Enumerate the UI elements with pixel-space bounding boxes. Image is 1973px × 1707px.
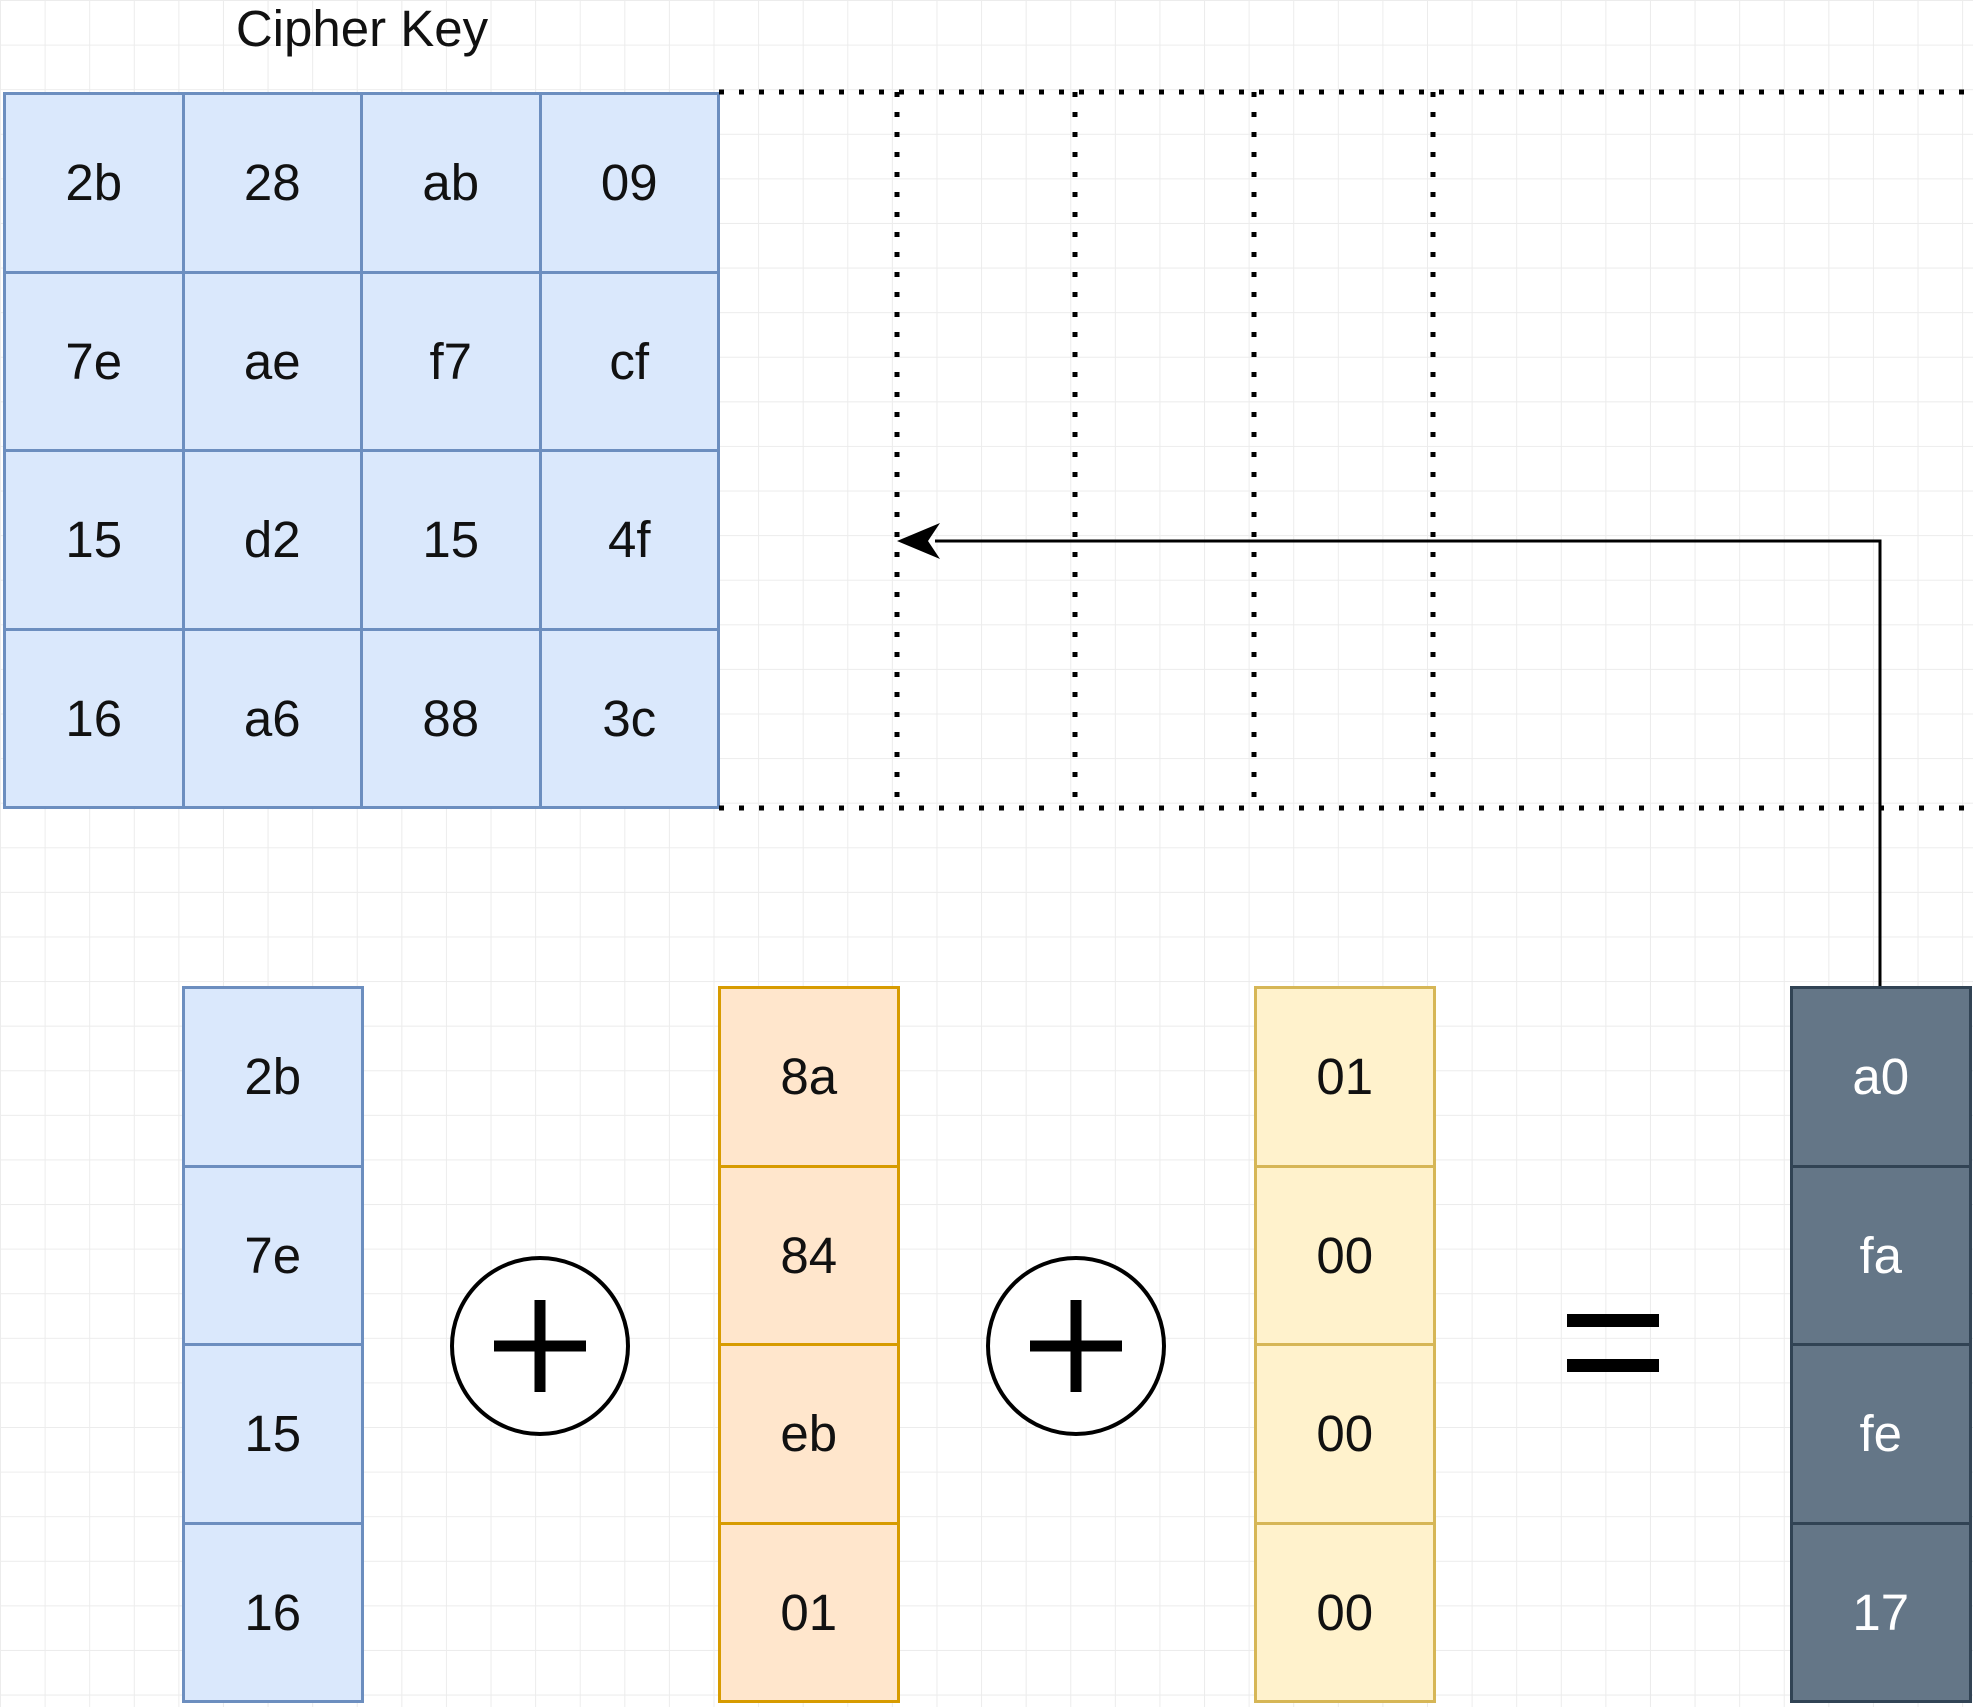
cipher-key-cell: 15 [3,449,185,631]
result-column-cell: fe [1790,1343,1972,1525]
rcon-column-cell: 01 [1254,986,1436,1168]
result-column-cell: 17 [1790,1521,1972,1703]
cipher-key-cell: cf [538,270,720,452]
cipher-key-cell: 88 [360,627,542,809]
key-column-cell: 2b [182,986,364,1168]
cipher-key-cell: ae [181,270,363,452]
cipher-key-cell: 16 [3,627,185,809]
key-column-cell: 16 [182,1521,364,1703]
rcon-column-cell: 00 [1254,1521,1436,1703]
cipher-key-cell: 2b [3,92,185,274]
cipher-key-title: Cipher Key [235,0,489,57]
next-round-key-placeholder [719,89,1973,811]
xor-icon [986,1256,1166,1436]
result-column-cell: a0 [1790,986,1972,1168]
xor-icon [450,1256,630,1436]
cipher-key-cell: 3c [538,627,720,809]
equals-icon [1567,1314,1659,1372]
cipher-key-cell: 7e [3,270,185,452]
key-column-cell: 15 [182,1343,364,1525]
result-column-cell: fa [1790,1164,1972,1346]
cipher-key-cell: 15 [360,449,542,631]
cipher-key-cell: a6 [181,627,363,809]
cipher-key-cell: ab [360,92,542,274]
subword-column-cell: eb [718,1343,900,1525]
result-arrow [897,523,1882,986]
subword-column-cell: 01 [718,1521,900,1703]
subword-column-cell: 8a [718,986,900,1168]
